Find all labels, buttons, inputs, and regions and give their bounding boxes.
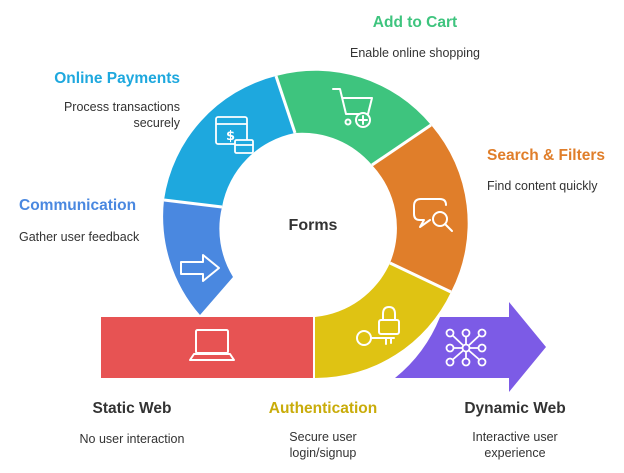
laptop-icon [189, 329, 235, 361]
payment-icon: $ [215, 116, 254, 154]
static-web-desc: No user interaction [79, 432, 185, 446]
segment-dynamic-web [395, 302, 546, 392]
search-filters-title: Search & Filters [487, 147, 606, 164]
online-payments-desc: Process transactions securely [63, 100, 180, 130]
segment-search-filters [372, 125, 468, 292]
dynamic-web-desc: Interactive user experience [472, 430, 558, 460]
authentication-desc: Secure user login/signup [289, 430, 357, 460]
segment-separators [163, 75, 452, 294]
segment-online-payments [164, 76, 295, 207]
segment-communication [163, 200, 233, 315]
search-filters-desc: Find content quickly [487, 179, 598, 193]
online-payments-title: Online Payments [54, 70, 180, 87]
shopping-cart-icon [332, 88, 373, 128]
segment-add-to-cart [276, 70, 431, 165]
segment-static-web [101, 317, 313, 378]
static-web-title: Static Web [92, 400, 172, 417]
network-icon [445, 328, 487, 367]
arrow-right-icon [180, 254, 220, 282]
dynamic-web-title: Dynamic Web [464, 400, 566, 417]
key-lock-icon [356, 306, 400, 346]
authentication-title: Authentication [268, 400, 378, 417]
add-to-cart-title: Add to Cart [372, 14, 458, 31]
svg-text:$: $ [226, 129, 235, 144]
center-label: Forms [288, 217, 338, 234]
communication-desc: Gather user feedback [19, 230, 140, 244]
search-chat-icon [413, 198, 453, 232]
communication-title: Communication [19, 197, 137, 214]
add-to-cart-desc: Enable online shopping [350, 46, 480, 60]
